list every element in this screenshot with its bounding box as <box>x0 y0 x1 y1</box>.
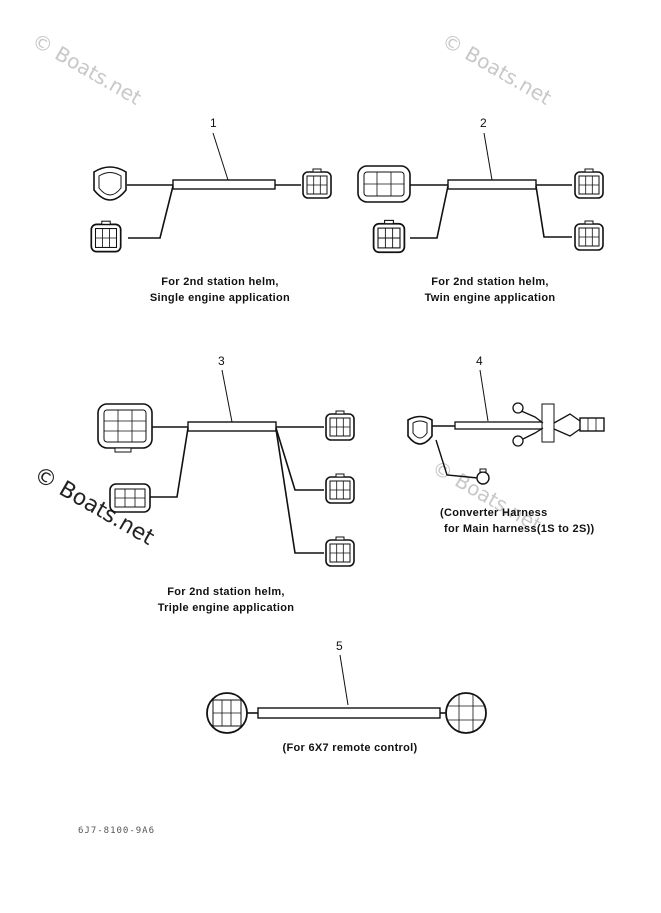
caption-1-line-1: For 2nd station helm, <box>161 276 279 288</box>
item-number-4: 4 <box>476 354 483 368</box>
connector-icon <box>445 692 487 734</box>
diagram-code: 6J7-8100-9A6 <box>78 826 156 836</box>
caption-4-line-1: (Converter Harness <box>440 507 548 519</box>
connector-icon <box>407 415 433 445</box>
harness-3 <box>97 369 355 567</box>
item-number-1: 1 <box>210 116 217 130</box>
connector-icon <box>574 168 604 199</box>
caption-4: (Converter Harness for Main harness(1S t… <box>440 505 610 537</box>
caption-3: For 2nd station helm, Triple engine appl… <box>126 584 326 616</box>
caption-2: For 2nd station helm, Twin engine applic… <box>390 274 590 306</box>
item-number-2: 2 <box>480 116 487 130</box>
connector-icon <box>325 473 355 504</box>
harness-2 <box>357 132 604 254</box>
connector-icon <box>325 536 355 567</box>
harness-5 <box>206 654 487 734</box>
connector-icon <box>325 410 355 441</box>
caption-2-line-2: Twin engine application <box>424 292 556 304</box>
connector-icon <box>579 417 605 432</box>
caption-5-line-1: (For 6X7 remote control) <box>282 742 418 754</box>
harness-1 <box>90 132 332 253</box>
harness-4 <box>407 369 605 485</box>
connector-icon <box>574 220 604 251</box>
connector-icon <box>90 220 122 253</box>
caption-5: (For 6X7 remote control) <box>250 740 450 756</box>
caption-3-line-2: Triple engine application <box>157 602 295 614</box>
caption-4-line-2: for Main harness(1S to 2S)) <box>444 523 595 535</box>
caption-3-line-1: For 2nd station helm, <box>167 586 285 598</box>
caption-1-line-2: Single engine application <box>149 292 291 304</box>
item-number-5: 5 <box>336 639 343 653</box>
connector-icon <box>302 168 332 199</box>
caption-1: For 2nd station helm, Single engine appl… <box>120 274 320 306</box>
caption-2-line-1: For 2nd station helm, <box>431 276 549 288</box>
item-number-3: 3 <box>218 354 225 368</box>
connector-icon <box>372 219 406 254</box>
